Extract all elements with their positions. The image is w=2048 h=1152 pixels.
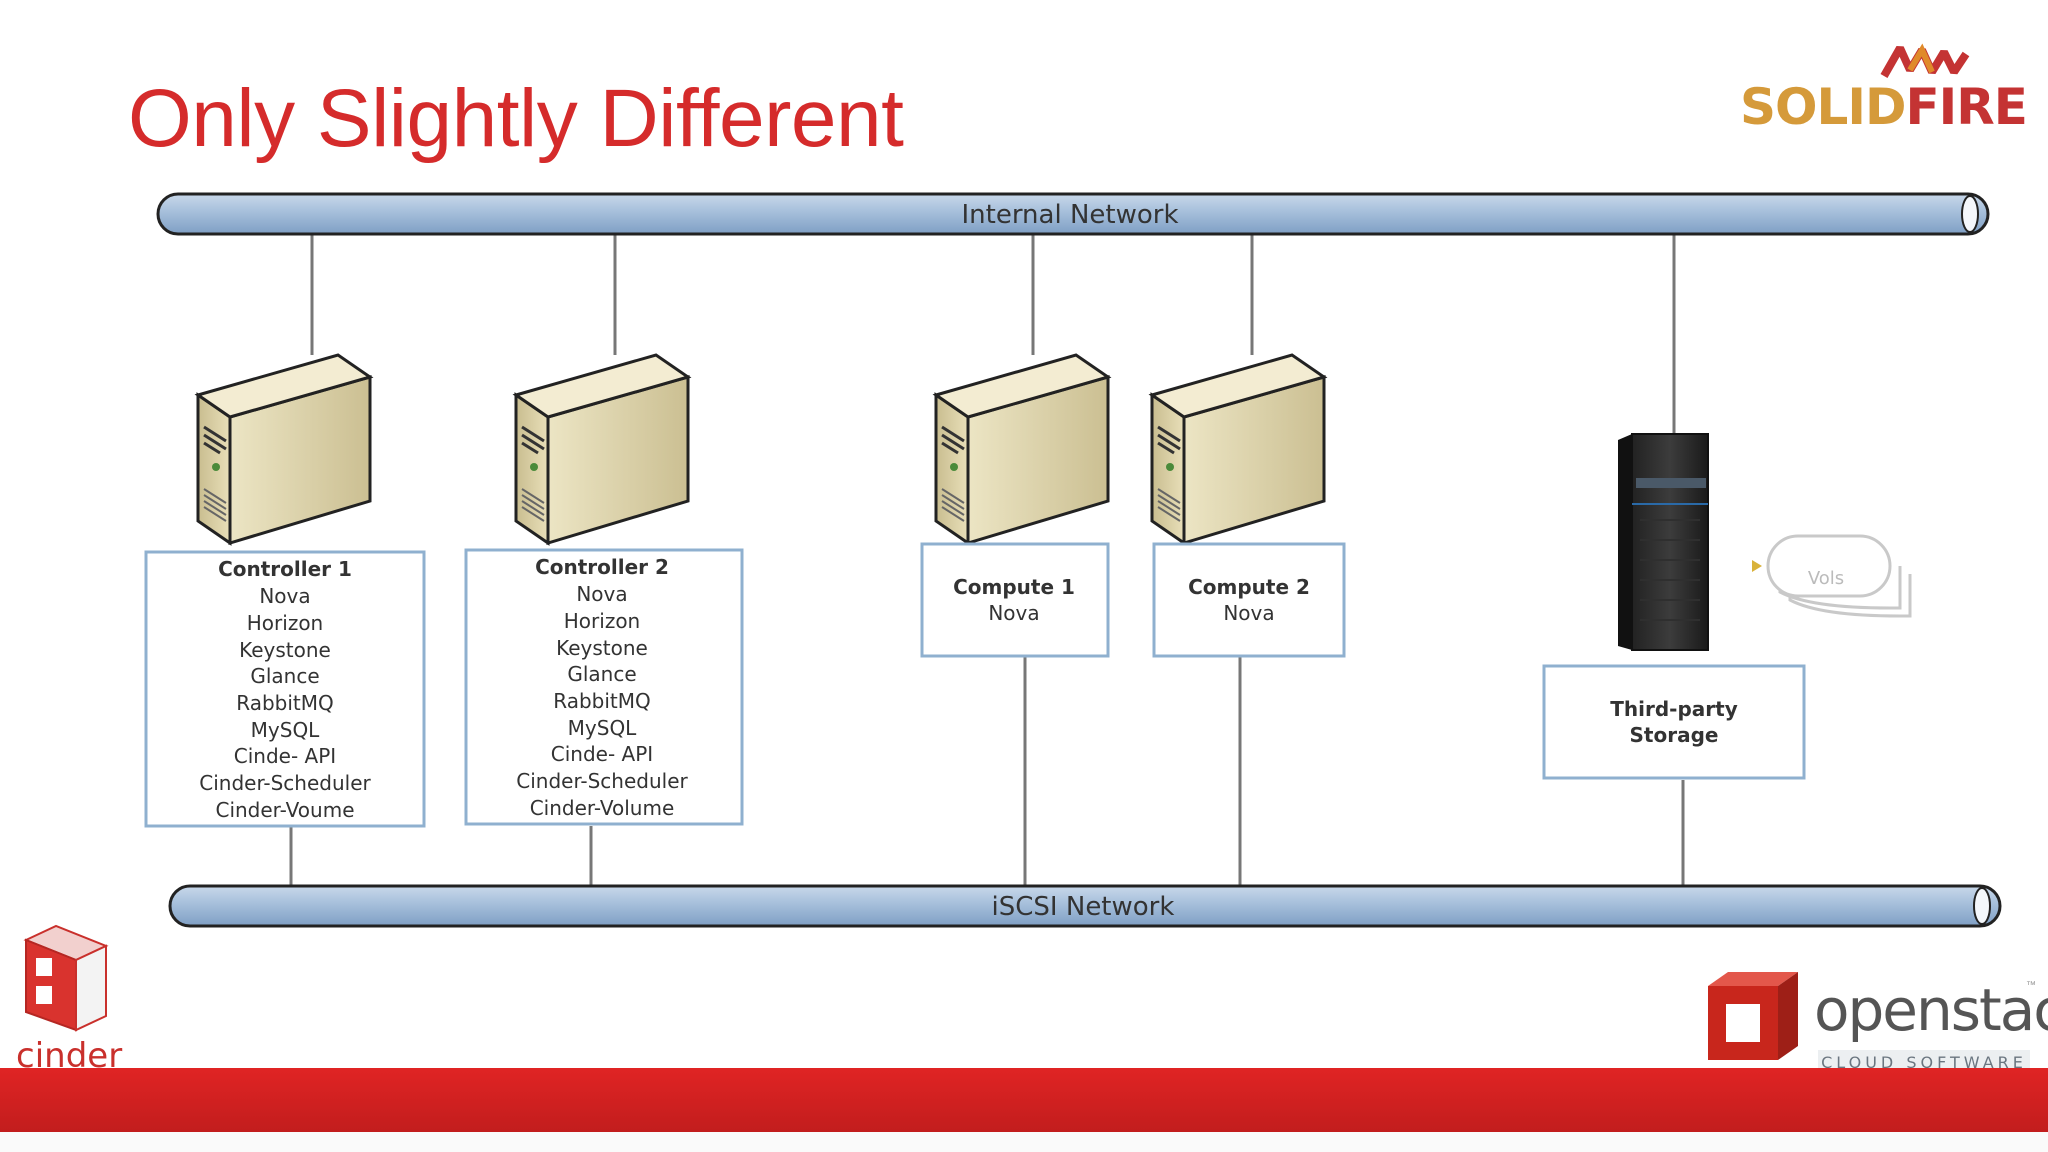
controller1-service-cinder-volume: Cinder-Voume xyxy=(215,798,354,822)
vols-label: Vols xyxy=(1808,568,1844,589)
compute2-service-nova: Nova xyxy=(1223,601,1274,625)
compute2-box: Compute 2 Nova xyxy=(1152,542,1346,658)
storage-rack-icon xyxy=(1618,433,1709,651)
arrow-icon xyxy=(1752,560,1762,572)
controller1-service-rabbitmq: RabbitMQ xyxy=(236,691,334,715)
solidfire-fire-text: FIRE xyxy=(1905,78,2027,136)
solidfire-solid-text: SOLID xyxy=(1740,78,1906,136)
iscsi-network-label: iSCSI Network xyxy=(992,892,1175,922)
compute1-box: Compute 1 Nova xyxy=(920,542,1110,658)
openstack-logo: openstack ™ CLOUD SOFTWARE xyxy=(1700,968,2048,1078)
controller2-service-glance: Glance xyxy=(567,662,636,686)
slide-title: Only Slightly Different xyxy=(128,73,904,164)
compute1-title: Compute 1 xyxy=(953,575,1075,599)
controller1-service-cinder-api: Cinde- API xyxy=(234,744,336,768)
controller2-service-horizon: Horizon xyxy=(564,609,640,633)
connector-lines xyxy=(289,232,1685,890)
third-party-storage-box: Third-party Storage xyxy=(1542,664,1806,780)
internal-network-label: Internal Network xyxy=(961,200,1178,230)
controller2-box: Controller 2 Nova Horizon Keystone Glanc… xyxy=(464,548,744,826)
controller1-server-icon xyxy=(196,353,372,545)
storage-title-line1: Third-party xyxy=(1610,697,1738,721)
controller2-service-cinder-volume: Cinder-Volume xyxy=(530,796,675,820)
openstack-wordmark: openstack xyxy=(1814,976,2048,1044)
compute1-server-icon xyxy=(934,353,1110,545)
cinder-block-icon xyxy=(23,924,109,1032)
volumes-stack-icon xyxy=(1766,534,1912,618)
controller1-box: Controller 1 Nova Horizon Keystone Glanc… xyxy=(144,550,426,828)
controller1-service-horizon: Horizon xyxy=(247,611,323,635)
compute2-server-icon xyxy=(1150,353,1326,545)
controller2-service-cinder-api: Cinde- API xyxy=(551,742,653,766)
controller2-service-nova: Nova xyxy=(576,582,627,606)
controller1-service-keystone: Keystone xyxy=(239,638,331,662)
iscsi-network-pipe: iSCSI Network xyxy=(168,884,2002,928)
footer-strip xyxy=(0,1132,2048,1152)
controller1-service-nova: Nova xyxy=(259,584,310,608)
controller2-service-keystone: Keystone xyxy=(556,636,648,660)
flame-icon xyxy=(1880,43,1970,78)
controller1-title: Controller 1 xyxy=(218,557,352,581)
solidfire-logo: SOLIDFIRE xyxy=(1740,38,2028,138)
controller2-title: Controller 2 xyxy=(535,555,669,579)
controller1-service-glance: Glance xyxy=(250,664,319,688)
footer-red-bar xyxy=(0,1068,2048,1132)
controller2-service-rabbitmq: RabbitMQ xyxy=(553,689,651,713)
controller2-server-icon xyxy=(514,353,690,545)
controller2-service-mysql: MySQL xyxy=(568,716,638,740)
controller1-service-cinder-scheduler: Cinder-Scheduler xyxy=(199,771,371,795)
storage-title-line2: Storage xyxy=(1630,723,1719,747)
openstack-trademark: ™ xyxy=(2026,980,2036,991)
compute1-service-nova: Nova xyxy=(988,601,1039,625)
compute2-title: Compute 2 xyxy=(1188,575,1310,599)
internal-network-pipe: Internal Network xyxy=(156,192,1990,236)
cinder-logo: cinder xyxy=(10,920,130,1080)
controller2-service-cinder-scheduler: Cinder-Scheduler xyxy=(516,769,688,793)
openstack-cube-icon xyxy=(1708,972,1798,1060)
controller1-service-mysql: MySQL xyxy=(251,718,321,742)
